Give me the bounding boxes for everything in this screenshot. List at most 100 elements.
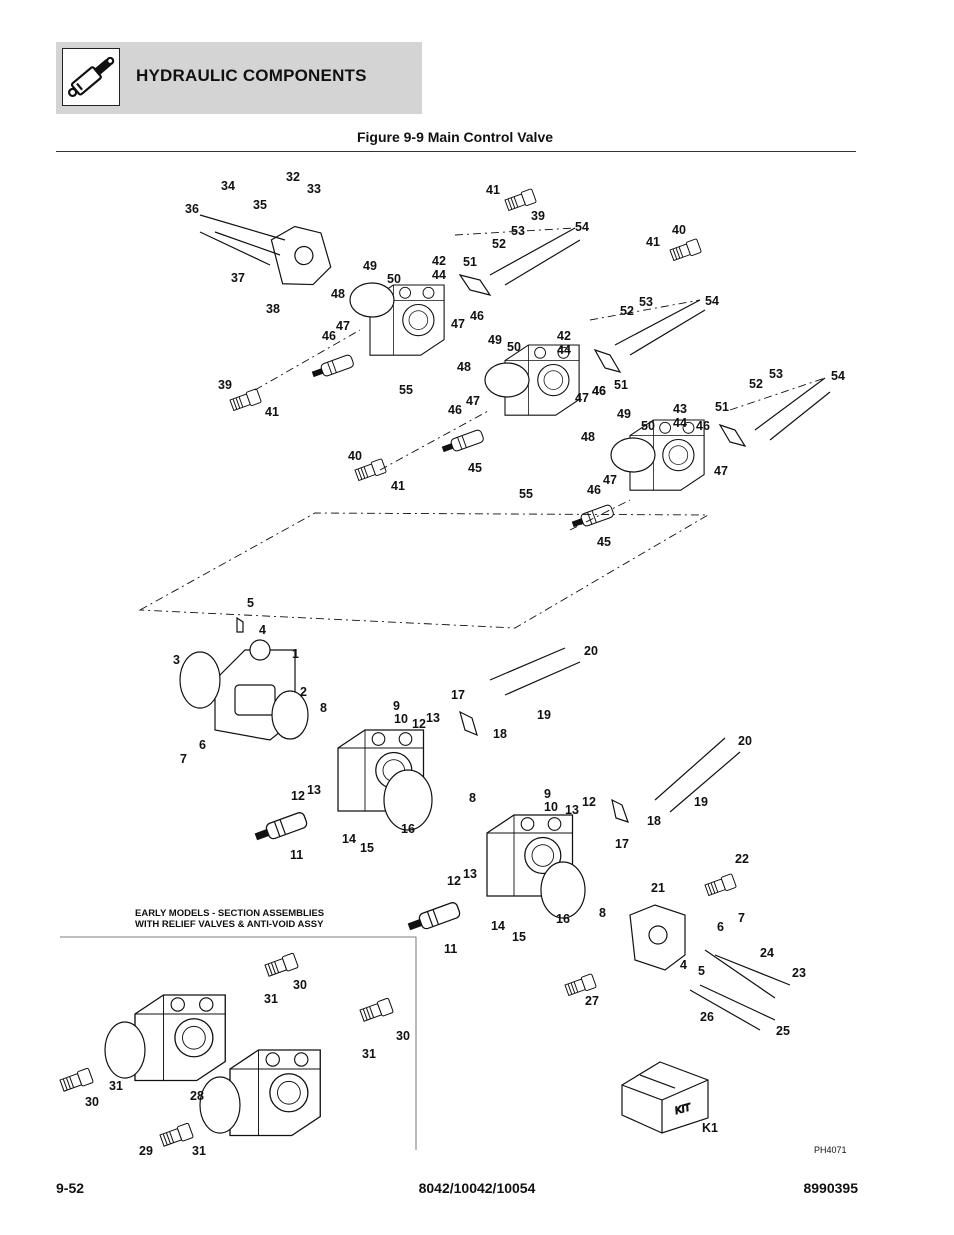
callout-label: 16	[401, 822, 415, 836]
callout-label: 19	[694, 795, 708, 809]
callout-label: 10	[544, 800, 558, 814]
figure-image-id: PH4071	[814, 1145, 847, 1155]
callout-label: 44	[673, 416, 687, 430]
callout-label: 26	[700, 1010, 714, 1024]
callout-label: 16	[556, 912, 570, 926]
callout-label: 39	[531, 209, 545, 223]
callout-label: 20	[738, 734, 752, 748]
callout-label: 25	[776, 1024, 790, 1038]
callout-label: 31	[109, 1079, 123, 1093]
note-line: EARLY MODELS - SECTION ASSEMBLIES	[135, 908, 325, 919]
callout-label: 49	[488, 333, 502, 347]
callout-label: 47	[575, 391, 589, 405]
callout-label: 50	[641, 419, 655, 433]
callout-label: 50	[387, 272, 401, 286]
note-line: WITH RELIEF VALVES & ANTI-VOID ASSY	[135, 919, 324, 930]
callout-label: 46	[470, 309, 484, 323]
kit-label: KIT	[674, 1102, 693, 1117]
callout-label: 44	[432, 268, 446, 282]
callout-label: 47	[466, 394, 480, 408]
callout-label: 41	[265, 405, 279, 419]
callout-label: 41	[646, 235, 660, 249]
callout-label: 51	[614, 378, 628, 392]
callout-label: 4	[680, 958, 687, 972]
callout-label: 30	[85, 1095, 99, 1109]
callout-label: 13	[307, 783, 321, 797]
callout-label: 8	[469, 791, 476, 805]
callout-label: 21	[651, 881, 665, 895]
callout-label: 15	[512, 930, 526, 944]
callout-label: 15	[360, 841, 374, 855]
dashed-boundary-lines	[138, 227, 826, 629]
callout-label: 47	[714, 464, 728, 478]
callout-label: 55	[519, 487, 533, 501]
callout-label: 20	[584, 644, 598, 658]
callout-label: 46	[592, 384, 606, 398]
callout-label: 36	[185, 202, 199, 216]
callout-label: 48	[457, 360, 471, 374]
callout-label: 2	[300, 685, 307, 699]
callout-label: 54	[575, 220, 589, 234]
callout-label: 35	[253, 198, 267, 212]
callout-label: 55	[399, 383, 413, 397]
callout-label: 53	[639, 295, 653, 309]
callout-label: 30	[396, 1029, 410, 1043]
callout-label: 18	[647, 814, 661, 828]
callout-label: 31	[192, 1144, 206, 1158]
callout-label: 44	[557, 343, 571, 357]
callout-label: 51	[715, 400, 729, 414]
callout-label: 52	[620, 304, 634, 318]
callout-label: 40	[672, 223, 686, 237]
callout-label: 9	[544, 787, 551, 801]
callout-label: 12	[412, 717, 426, 731]
callout-label: 14	[491, 919, 505, 933]
callout-label: 37	[231, 271, 245, 285]
callout-label: 45	[468, 461, 482, 475]
callout-label: 48	[331, 287, 345, 301]
callout-label: 29	[139, 1144, 153, 1158]
callout-label: 11	[290, 848, 303, 862]
callout-label: 47	[336, 319, 350, 333]
callout-label: 24	[760, 946, 774, 960]
callout-label: 53	[511, 224, 525, 238]
callout-label: 41	[486, 183, 500, 197]
callout-label: 46	[696, 419, 710, 433]
callout-label: 46	[587, 483, 601, 497]
callout-label: 52	[749, 377, 763, 391]
callout-label: 53	[769, 367, 783, 381]
callout-label: 52	[492, 237, 506, 251]
callout-label: 41	[391, 479, 405, 493]
callout-label: 8	[599, 906, 606, 920]
callout-label: 34	[221, 179, 235, 193]
model-numbers: 8042/10042/10054	[418, 1180, 536, 1196]
section-header: HYDRAULIC COMPONENTS	[56, 42, 422, 114]
callout-label: 45	[597, 535, 611, 549]
callout-label: 50	[507, 340, 521, 354]
kit-box: KIT	[621, 1061, 709, 1134]
callout-label: 28	[190, 1089, 204, 1103]
early-models-note: EARLY MODELS - SECTION ASSEMBLIES WITH R…	[135, 908, 324, 930]
title-divider	[56, 151, 856, 152]
callout-label: 6	[199, 738, 206, 752]
callout-label: 7	[180, 752, 187, 766]
callout-label: 46	[322, 329, 336, 343]
callout-label: 51	[463, 255, 477, 269]
callout-label: 54	[831, 369, 845, 383]
callout-label: 42	[432, 254, 446, 268]
callout-label: 43	[673, 402, 687, 416]
callout-label: 46	[448, 403, 462, 417]
callout-label: 6	[717, 920, 724, 934]
callout-label: 4	[259, 623, 266, 637]
callout-label: 12	[291, 789, 305, 803]
callout-label: 31	[362, 1047, 376, 1061]
callout-label: 48	[581, 430, 595, 444]
callout-label: K1	[702, 1121, 718, 1135]
figure-title: Figure 9-9 Main Control Valve	[356, 129, 554, 145]
callout-label: 13	[463, 867, 477, 881]
early-models-inset	[58, 936, 417, 1150]
callout-label: 5	[247, 596, 254, 610]
hydraulic-cylinder-icon	[62, 48, 120, 106]
callout-label: 13	[426, 711, 440, 725]
upper-valve-sections	[199, 188, 831, 531]
